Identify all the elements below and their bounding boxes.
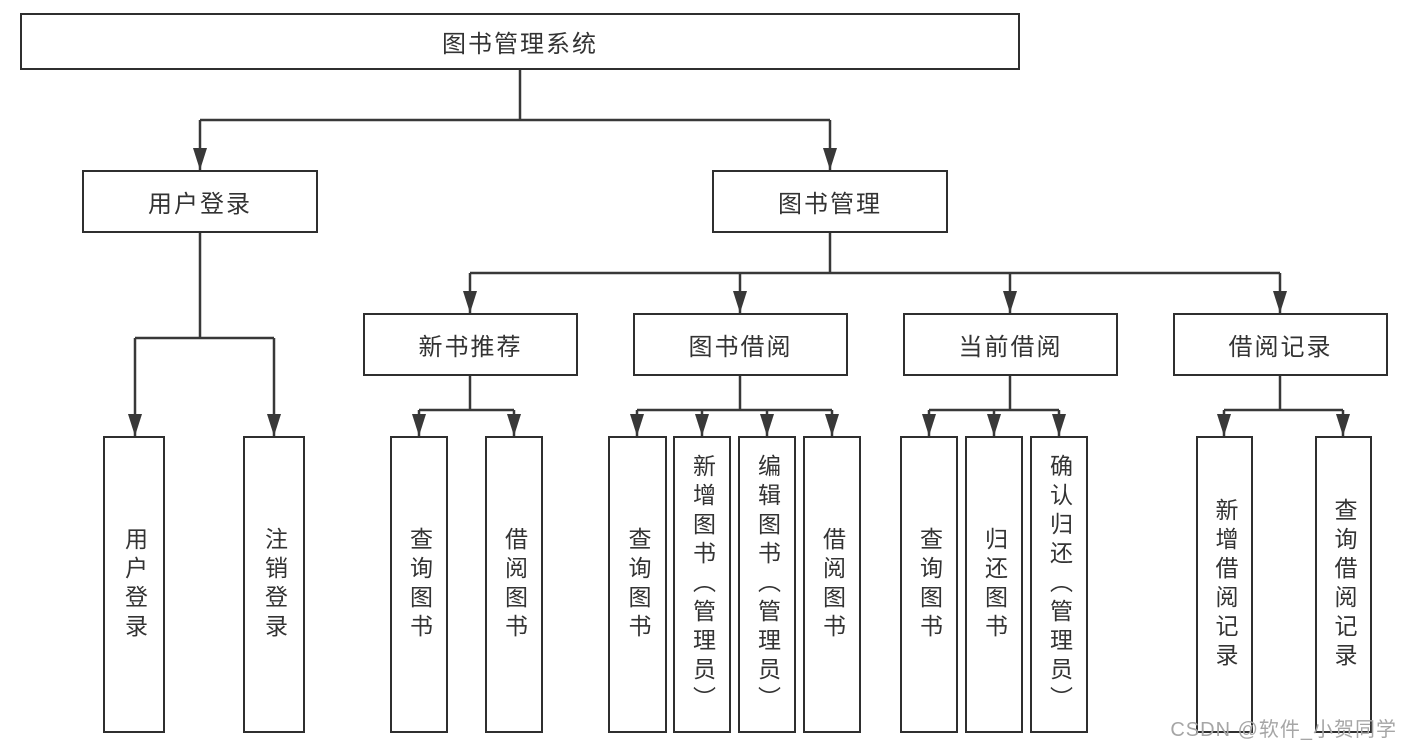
node-root: 图书管理系统 xyxy=(20,13,1020,70)
node-book-borrow-label: 图书借阅 xyxy=(688,334,793,361)
leaf-confirm-return-label: 确认归还（管理员） xyxy=(1046,454,1073,715)
leaf-borrow-book: 借阅图书 xyxy=(803,436,861,733)
node-new-book-recommend-label: 新书推荐 xyxy=(418,334,523,361)
node-borrow-record-label: 借阅记录 xyxy=(1228,334,1333,361)
leaf-user-login-label: 用户登录 xyxy=(121,526,148,643)
connector-root-to-level2 xyxy=(193,70,837,170)
node-user-login: 用户登录 xyxy=(82,170,318,233)
leaf-borrow-add-book-label: 新增图书（管理员） xyxy=(689,454,716,715)
leaf-query-borrow-record-label: 查询借阅记录 xyxy=(1331,497,1357,672)
leaf-logout: 注销登录 xyxy=(243,436,305,733)
leaf-borrow-query-label: 查询图书 xyxy=(625,526,651,643)
node-new-book-recommend: 新书推荐 xyxy=(363,313,578,376)
watermark: CSDN @软件_小贺同学 xyxy=(1170,719,1397,741)
leaf-logout-label: 注销登录 xyxy=(261,526,288,643)
leaf-borrow-query: 查询图书 xyxy=(608,436,667,733)
connector-user-login-children xyxy=(128,233,281,436)
node-current-borrow-label: 当前借阅 xyxy=(958,334,1063,361)
node-book-borrow: 图书借阅 xyxy=(633,313,848,376)
leaf-add-borrow-record: 新增借阅记录 xyxy=(1196,436,1253,733)
leaf-user-login: 用户登录 xyxy=(103,436,165,733)
leaf-borrow-edit-book: 编辑图书（管理员） xyxy=(738,436,796,733)
node-book-management-label: 图书管理 xyxy=(778,191,882,218)
node-borrow-record: 借阅记录 xyxy=(1173,313,1388,376)
node-user-login-label: 用户登录 xyxy=(148,191,252,218)
leaf-return-book: 归还图书 xyxy=(965,436,1023,733)
leaf-borrow-add-book: 新增图书（管理员） xyxy=(673,436,731,733)
connector-book-borrow-children xyxy=(630,376,839,436)
node-root-label: 图书管理系统 xyxy=(442,31,598,58)
connector-borrow-record-children xyxy=(1217,376,1350,436)
leaf-newbook-borrow: 借阅图书 xyxy=(485,436,543,733)
leaf-borrow-book-label: 借阅图书 xyxy=(819,526,846,643)
leaf-confirm-return: 确认归还（管理员） xyxy=(1030,436,1088,733)
connector-new-book-children xyxy=(412,376,521,436)
node-current-borrow: 当前借阅 xyxy=(903,313,1118,376)
leaf-newbook-query: 查询图书 xyxy=(390,436,448,733)
connector-book-management-sections xyxy=(463,233,1287,313)
node-book-management: 图书管理 xyxy=(712,170,948,233)
leaf-newbook-borrow-label: 借阅图书 xyxy=(501,526,528,643)
leaf-borrow-edit-book-label: 编辑图书（管理员） xyxy=(754,454,781,715)
connector-current-borrow-children xyxy=(922,376,1066,436)
leaf-newbook-query-label: 查询图书 xyxy=(406,526,433,643)
leaf-current-query-label: 查询图书 xyxy=(916,526,943,643)
leaf-current-query: 查询图书 xyxy=(900,436,958,733)
leaf-return-book-label: 归还图书 xyxy=(981,526,1008,643)
leaf-add-borrow-record-label: 新增借阅记录 xyxy=(1212,497,1238,672)
leaf-query-borrow-record: 查询借阅记录 xyxy=(1315,436,1372,733)
